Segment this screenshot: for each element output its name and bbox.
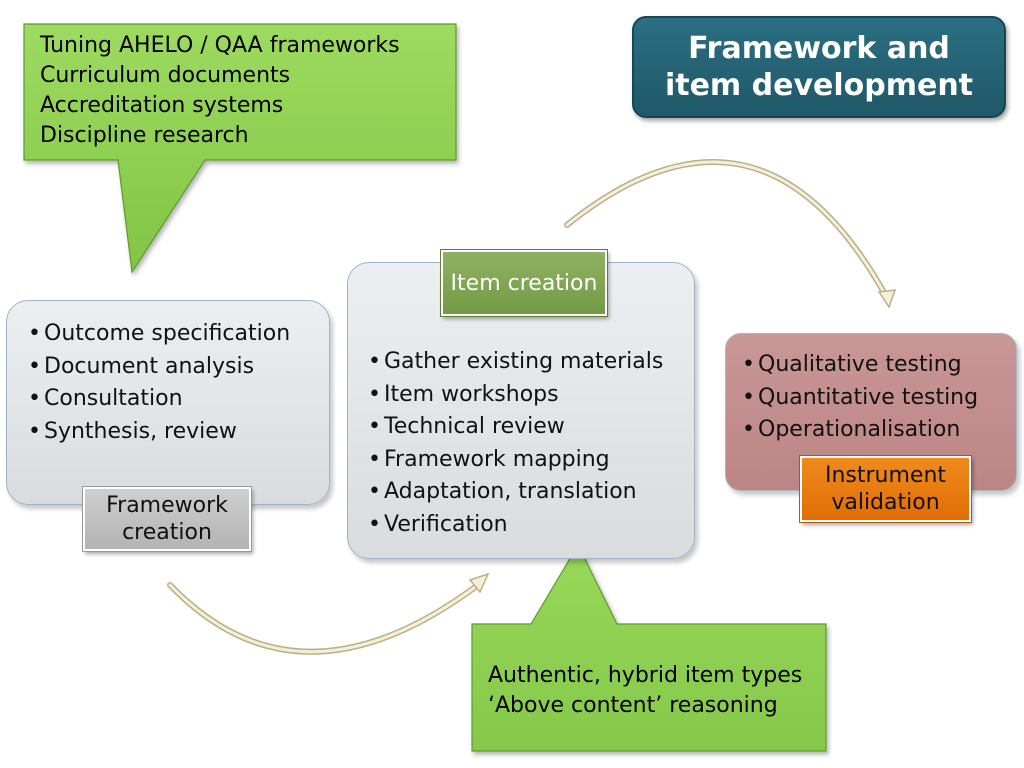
list-item: •Framework mapping <box>368 446 610 472</box>
list-item: •Outcome specification <box>28 321 291 346</box>
list-item: •Consultation <box>28 386 183 411</box>
list-item: •Adaptation, translation <box>368 479 637 504</box>
framework-creation-panel: •Outcome specification •Document analysi… <box>6 300 330 505</box>
list-item: •Verification <box>368 511 508 537</box>
callout-bottom-text: Authentic, hybrid item types ‘Above cont… <box>488 661 802 721</box>
list-item: •Quantitative testing <box>742 384 979 410</box>
item-creation-label: Item creation <box>440 249 608 317</box>
callout-top-line: Discipline research <box>40 123 249 148</box>
callout-top-line: Tuning AHELO / QAA frameworks <box>40 33 400 58</box>
framework-activity-list: •Outcome specification •Document analysi… <box>28 318 290 448</box>
callout-top-line: Curriculum documents <box>40 63 291 88</box>
callout-bottom-line: Authentic, hybrid item types <box>488 663 803 688</box>
callout-top-text: Tuning AHELO / QAA frameworks Curriculum… <box>40 31 400 151</box>
list-item: •Document analysis <box>28 353 255 379</box>
title-line-2: item development <box>664 68 974 103</box>
list-item: •Item workshops <box>368 381 559 407</box>
list-item: •Synthesis, review <box>28 418 237 444</box>
list-item: •Operationalisation <box>742 417 961 442</box>
validation-activity-list: •Qualitative testing •Quantitative testi… <box>742 349 978 447</box>
callout-bottom-shape <box>471 543 827 752</box>
title-line-1: Framework and <box>688 31 950 66</box>
framework-creation-label: Framework creation <box>82 486 252 552</box>
list-item: •Qualitative testing <box>742 352 962 377</box>
curved-arrow-lower <box>167 572 490 655</box>
list-item: •Technical review <box>368 414 565 439</box>
item-activity-list: •Gather existing materials •Item worksho… <box>368 346 663 541</box>
callout-top-line: Accreditation systems <box>40 93 284 118</box>
callout-top-shape <box>23 23 457 274</box>
instrument-validation-label: Instrument validation <box>799 455 972 523</box>
page-title: Framework and item development <box>632 16 1006 118</box>
curved-arrow-upper <box>564 158 897 309</box>
callout-bottom-line: ‘Above content’ reasoning <box>488 693 778 718</box>
list-item: •Gather existing materials <box>368 349 664 374</box>
